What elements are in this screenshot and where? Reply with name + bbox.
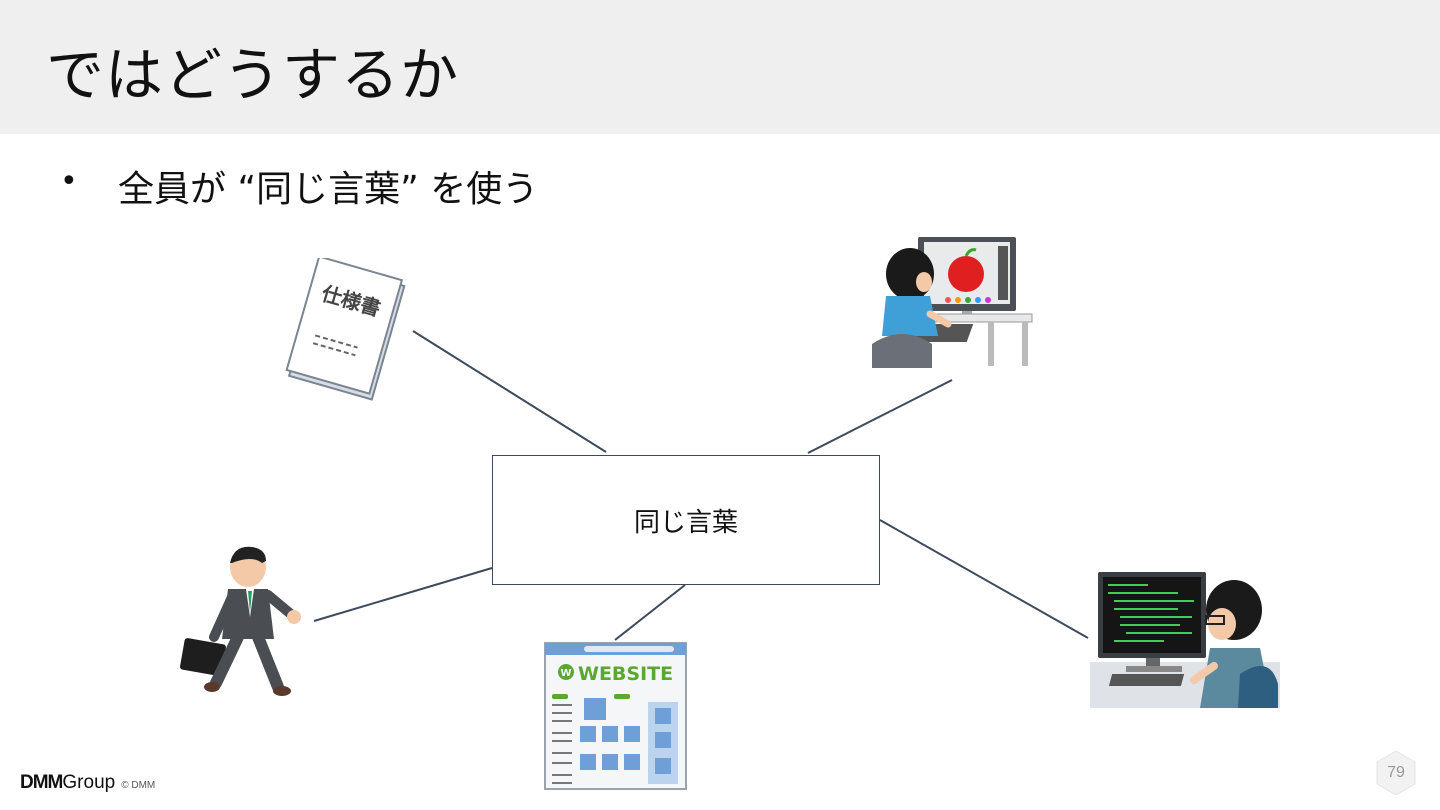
bullet-marker: •: [60, 164, 78, 199]
footer-logo: DMMGroup © DMM: [20, 772, 155, 794]
running-businessman-icon: [180, 546, 301, 696]
hexagon-icon: [1376, 750, 1416, 796]
copyright-text: © DMM: [121, 780, 156, 791]
connector-designer: [807, 379, 953, 454]
slide-title: ではどうするか: [46, 41, 460, 109]
page-number: 79: [1387, 764, 1405, 781]
connector-programmer: [879, 519, 1089, 639]
connector-spec: [412, 330, 607, 453]
svg-text:W: W: [560, 668, 571, 679]
center-concept-box: 同じ言葉: [492, 455, 880, 585]
logo-dmm: DMM: [20, 772, 63, 793]
website-mockup-icon: W WEBSITE: [544, 642, 687, 790]
designer-at-computer-icon: [872, 237, 1033, 368]
programmer-at-computer-icon: [1090, 572, 1280, 708]
bullet-text: 全員が “同じ言葉” を使う: [118, 169, 539, 210]
website-title: WEBSITE: [578, 663, 673, 685]
page-number-badge: 79: [1376, 750, 1416, 796]
connector-website: [614, 584, 686, 641]
title-bar: [0, 0, 1440, 134]
logo-group: Group: [62, 772, 116, 793]
spec-document-icon: 仕様書: [285, 258, 406, 401]
center-label: 同じ言葉: [633, 507, 738, 538]
connector-businessman: [313, 567, 493, 622]
